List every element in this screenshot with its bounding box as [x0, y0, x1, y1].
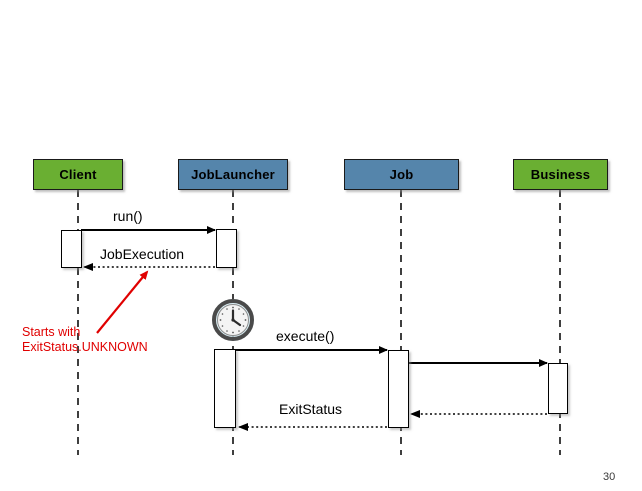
note-exitstatus-unknown: Starts with ExitStatus.UNKNOWN	[22, 325, 148, 355]
participant-box-joblauncher[interactable]: JobLauncher	[178, 159, 288, 190]
message-label-jobexecution: JobExecution	[100, 246, 185, 262]
message-label-execute: execute()	[276, 328, 335, 344]
activation-bar-client	[61, 230, 82, 268]
participant-box-job[interactable]: Job	[344, 159, 459, 190]
message-label-exitstatus: ExitStatus	[279, 401, 343, 417]
activation-bar-joblauncher-run	[216, 229, 237, 268]
message-arrows	[81, 226, 548, 431]
activation-bar-job	[388, 350, 409, 428]
participant-label-joblauncher: JobLauncher	[191, 167, 275, 182]
note-pointer-arrow	[96, 270, 149, 334]
note-line-2: ExitStatus.UNKNOWN	[22, 340, 148, 354]
note-line-1: Starts with	[22, 325, 81, 339]
message-label-run: run()	[113, 208, 143, 224]
clock-icon	[212, 299, 254, 341]
participant-label-job: Job	[389, 167, 414, 182]
participant-label-business: Business	[530, 167, 591, 182]
participant-box-client[interactable]: Client	[33, 159, 123, 190]
activation-bar-business	[548, 363, 568, 414]
participant-label-client: Client	[59, 167, 97, 182]
activation-bar-joblauncher-execute	[214, 349, 236, 428]
page-number: 30	[603, 471, 616, 483]
participant-box-business[interactable]: Business	[513, 159, 608, 190]
